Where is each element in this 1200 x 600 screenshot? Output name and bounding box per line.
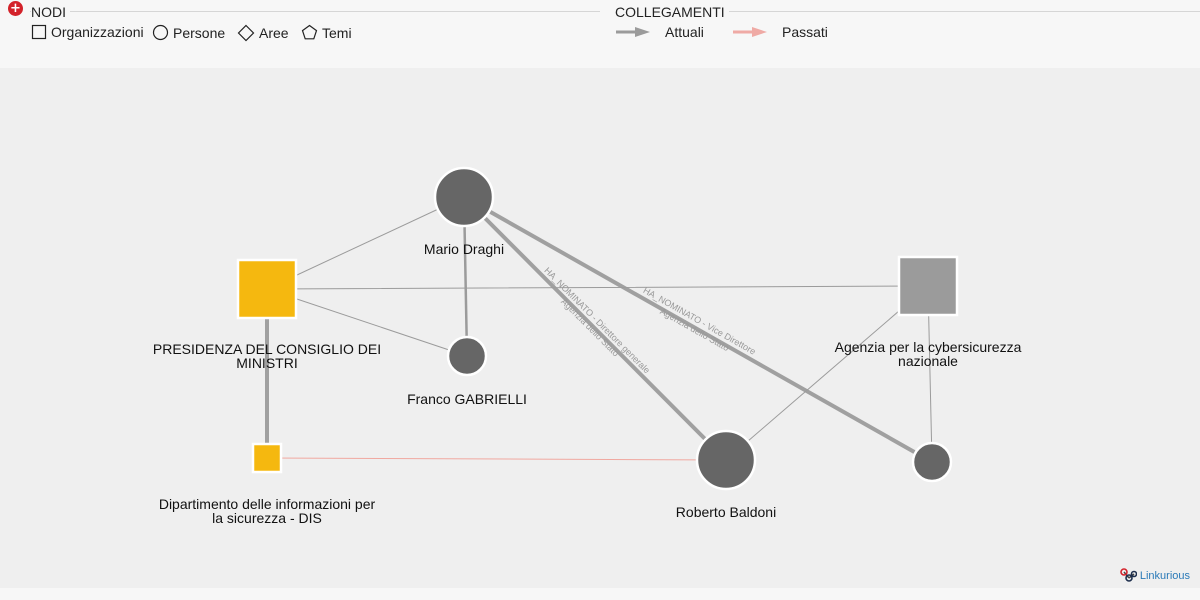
edge-dis-baldoni[interactable] xyxy=(266,457,727,461)
edge-presidenza-acn[interactable] xyxy=(266,285,929,290)
node-label: Roberto Baldoni xyxy=(676,504,776,520)
node-anon[interactable] xyxy=(911,441,953,483)
person-node[interactable] xyxy=(911,441,953,483)
edges-layer: HA_NOMINATO - Direttore generaleAgenzia … xyxy=(265,195,934,464)
edge-draghi-anon[interactable] xyxy=(462,195,934,464)
node-baldoni[interactable]: Roberto Baldoni xyxy=(676,429,776,520)
links-legend-title: COLLEGAMENTI xyxy=(615,4,729,20)
legend-item-aree[interactable]: Aree xyxy=(237,24,289,42)
linkurious-logo-icon xyxy=(1120,568,1137,582)
brand-label: Linkurious xyxy=(1139,569,1190,582)
network-graph[interactable]: HA_NOMINATO - Direttore generaleAgenzia … xyxy=(0,68,1200,588)
legend-item-label: Persone xyxy=(173,24,226,41)
edge-label-text: HA_NOMINATO - Vice Direttore xyxy=(642,285,758,357)
arrow-icon xyxy=(616,27,650,37)
legend-item-passati[interactable]: Passati xyxy=(732,24,828,40)
node-label: PRESIDENZA DEL CONSIGLIO DEI xyxy=(153,341,381,357)
node-gabrielli[interactable]: Franco GABRIELLI xyxy=(407,335,527,407)
edge-label-text: HA_NOMINATO - Direttore generale xyxy=(542,265,652,375)
legend-divider xyxy=(615,11,1200,12)
legend-item-attuali[interactable]: Attuali xyxy=(615,24,704,40)
legend-item-label: Attuali xyxy=(665,24,704,40)
person-node[interactable] xyxy=(695,429,757,491)
edge-draghi-baldoni[interactable] xyxy=(462,195,728,462)
node-draghi[interactable]: Mario Draghi xyxy=(424,166,504,257)
legend-item-persone[interactable]: Persone xyxy=(152,24,225,41)
legend-item-label: Passati xyxy=(782,24,828,40)
diamond-icon xyxy=(237,24,255,42)
node-label: la sicurezza - DIS xyxy=(212,510,322,526)
node-label: Agenzia per la cybersicurezza xyxy=(835,339,1022,355)
edge-draghi-presidenza[interactable] xyxy=(266,196,465,290)
node-label: Franco GABRIELLI xyxy=(407,391,527,407)
person-node[interactable] xyxy=(446,335,488,377)
legend-item-label: Temi xyxy=(322,24,352,41)
node-label: Mario Draghi xyxy=(424,241,504,257)
legend-item-organizzazioni[interactable]: Organizzazioni xyxy=(31,24,144,40)
edge-baldoni-acn[interactable] xyxy=(725,285,929,461)
organization-node[interactable] xyxy=(236,258,298,320)
plus-icon[interactable]: + xyxy=(8,1,23,16)
nodes-legend-title: NODI xyxy=(31,4,70,20)
arrow-icon xyxy=(733,27,767,37)
node-label: nazionale xyxy=(898,353,958,369)
legend: + NODI COLLEGAMENTI Organizzazioni Perso… xyxy=(0,0,1200,68)
pentagon-icon xyxy=(301,24,318,40)
brand-link[interactable]: Linkurious xyxy=(1120,568,1190,583)
legend-item-label: Aree xyxy=(259,25,289,41)
legend-item-label: Organizzazioni xyxy=(51,24,144,40)
circle-icon xyxy=(152,24,169,41)
organization-node[interactable] xyxy=(251,442,283,474)
footer xyxy=(0,588,1200,600)
organization-node[interactable] xyxy=(897,255,959,317)
person-node[interactable] xyxy=(433,166,495,228)
legend-item-temi[interactable]: Temi xyxy=(301,24,352,41)
node-label: Dipartimento delle informazioni per xyxy=(159,496,376,512)
node-label: MINISTRI xyxy=(236,355,297,371)
legend-divider xyxy=(30,11,600,12)
edge-presidenza-gabrielli[interactable] xyxy=(266,288,468,357)
edge-label: HA_NOMINATO - Direttore generaleAgenzia … xyxy=(542,265,652,375)
square-icon xyxy=(31,24,47,40)
